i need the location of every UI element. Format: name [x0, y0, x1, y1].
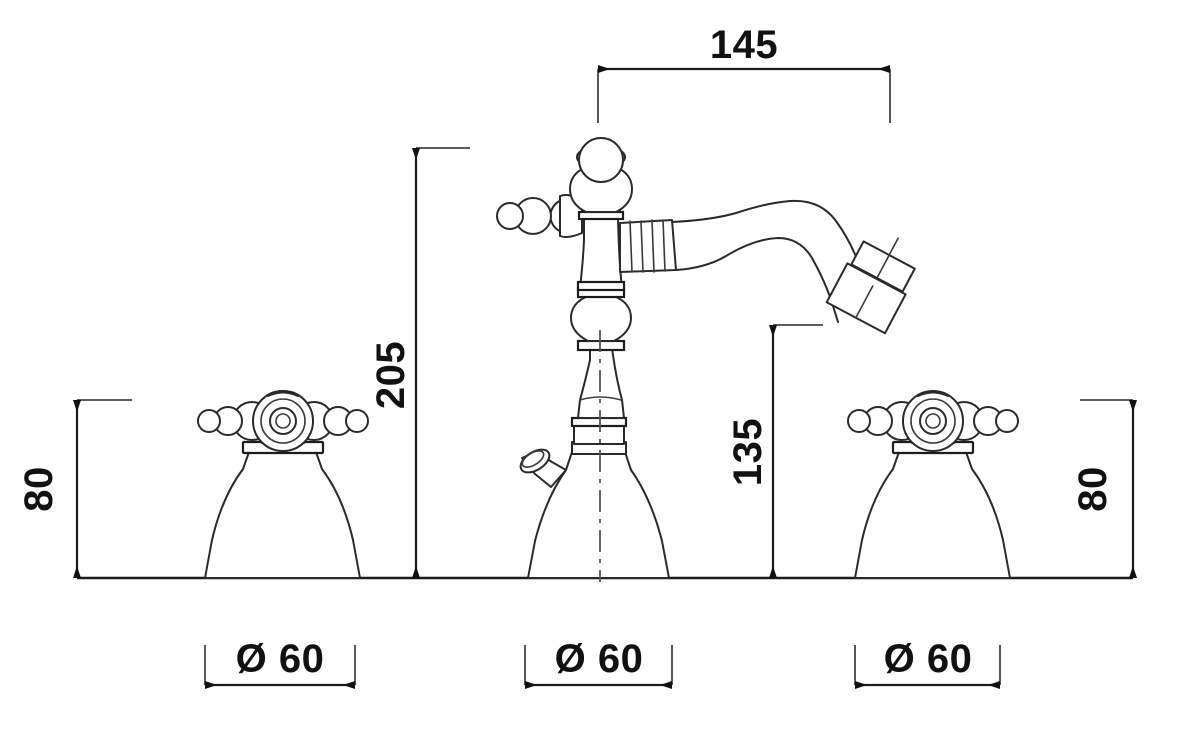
center-main-body	[579, 217, 623, 289]
dia-center-arrow-r	[660, 681, 672, 689]
right-handle-assembly	[847, 390, 1019, 579]
center-finial-ball	[578, 137, 624, 183]
spout-rib-3	[651, 219, 655, 273]
center-lower-ring	[576, 339, 626, 352]
dia-left-arrow-r	[343, 681, 355, 689]
popup-drain-lever	[519, 448, 567, 488]
spout-ribbed-collar	[619, 219, 677, 273]
dim-205-arrow-bottom	[412, 566, 420, 578]
right-handle-top-nub	[917, 391, 949, 397]
center-bulb	[570, 295, 632, 342]
dimension-80-left: 80	[17, 399, 132, 578]
dimension-135: 135	[726, 324, 823, 578]
dia-center-arrow-l	[525, 681, 537, 689]
center-lever-knob-outer	[496, 202, 524, 230]
popup-lever-knob-inner	[521, 450, 545, 468]
spout-inner-edge	[675, 237, 839, 323]
right-handle-cap	[919, 407, 947, 435]
center-body-base-ring	[576, 280, 626, 292]
dimension-diameter-right: Ø 60	[854, 637, 1001, 689]
aerator-centerline-lower	[855, 285, 874, 318]
spout-rib-2	[640, 220, 644, 273]
spout-rib-1	[629, 220, 633, 273]
dia-left-arrow-l	[205, 681, 217, 689]
spout-rib-4	[662, 219, 666, 272]
center-finial-base-ring	[577, 210, 625, 221]
center-lever-handle	[496, 194, 583, 238]
spout-aerator	[825, 237, 916, 335]
dim-80-left-label: 80	[17, 466, 61, 512]
dim-135-arrow-top	[769, 325, 777, 337]
left-handle-assembly	[197, 390, 369, 579]
dim-80-right-arrow-top	[1129, 400, 1137, 412]
right-handle-hub-inner	[910, 398, 956, 444]
spout-outer-edge	[671, 199, 869, 293]
dim-145-arrow-left	[598, 65, 610, 73]
aerator-centerline-upper	[876, 237, 899, 279]
dim-80-left-arrow-bottom	[73, 566, 81, 578]
left-base-bell	[204, 451, 361, 579]
left-arm-outer-knob-r	[345, 409, 369, 433]
center-waist-line	[579, 396, 622, 401]
dim-205-arrow-top	[412, 148, 420, 160]
dimension-205: 205	[369, 147, 470, 578]
dia-right-label: Ø 60	[884, 637, 973, 681]
dimension-145: 145	[597, 23, 891, 123]
dia-right-arrow-r	[988, 681, 1000, 689]
center-shoulder-ring	[570, 416, 628, 428]
dim-145-label: 145	[710, 23, 778, 67]
dim-135-label: 135	[726, 418, 770, 486]
dia-right-arrow-l	[855, 681, 867, 689]
right-base-bell	[854, 451, 1011, 579]
dim-205-label: 205	[369, 341, 413, 409]
right-arm-outer-knob-r	[995, 409, 1019, 433]
center-waist-column	[577, 347, 625, 419]
dimension-diameter-center: Ø 60	[524, 637, 673, 689]
left-handle-cap-top	[269, 407, 297, 435]
dim-135-arrow-bottom	[769, 566, 777, 578]
dia-center-label: Ø 60	[555, 637, 644, 681]
left-handle-hub-inner-top	[260, 398, 306, 444]
dimension-80-right: 80	[1071, 399, 1137, 578]
dia-left-label: Ø 60	[236, 637, 325, 681]
dim-80-right-arrow-bottom	[1129, 566, 1137, 578]
center-spout-assembly	[496, 137, 916, 582]
right-arm-outer-knob-l	[847, 409, 871, 433]
left-handle-screw-top	[275, 413, 291, 429]
left-arm-outer-knob-l	[197, 409, 221, 433]
dim-80-right-label: 80	[1071, 466, 1115, 512]
dim-80-left-arrow-top	[73, 400, 81, 412]
dim-145-arrow-right	[878, 65, 890, 73]
right-handle-screw	[925, 413, 941, 429]
spout-arm	[619, 199, 916, 335]
dimension-diameter-left: Ø 60	[204, 637, 356, 689]
left-handle-top-nub	[267, 391, 299, 397]
